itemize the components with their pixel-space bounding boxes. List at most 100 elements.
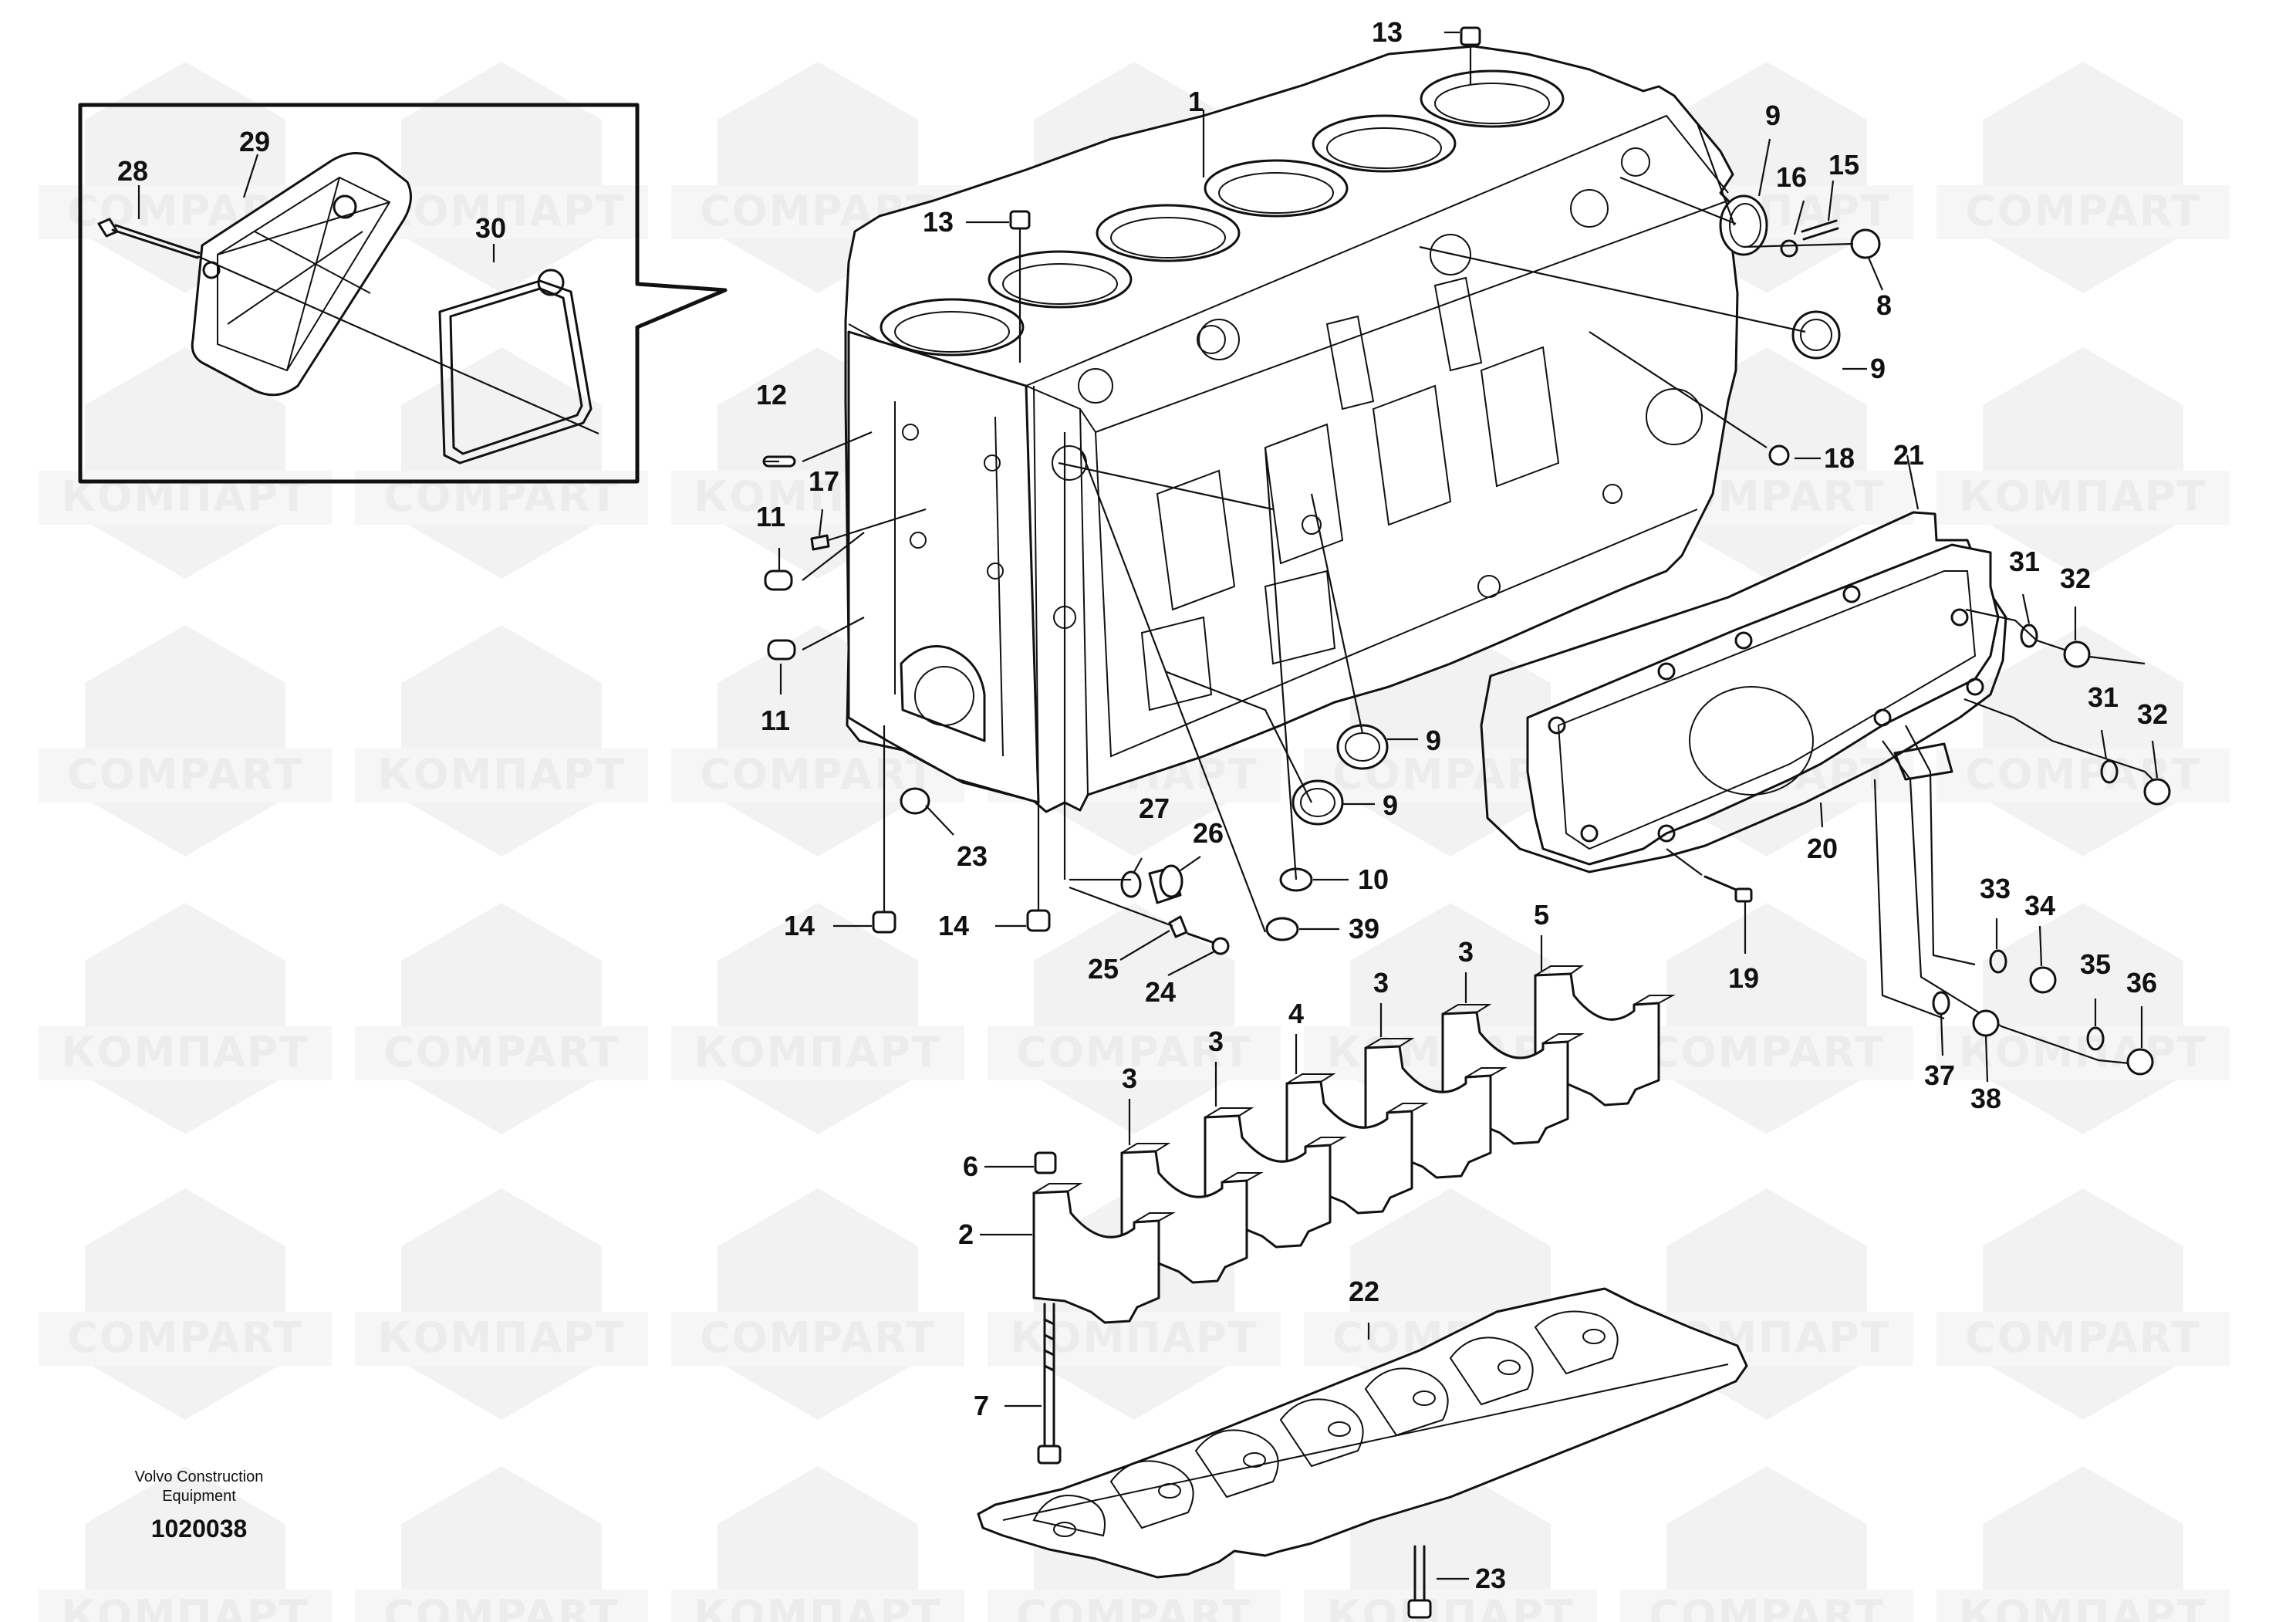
callout-2: 2: [958, 1218, 974, 1250]
callout-9-low2: 9: [1383, 789, 1398, 821]
callout-5: 5: [1534, 899, 1549, 931]
watermark-tile: КОМПАРТ: [671, 903, 964, 1134]
watermark-tile: COMPART: [1936, 62, 2230, 293]
pin-14-left: [872, 911, 896, 934]
plug-36: [2126, 1048, 2154, 1076]
seal-ring-9-top: [1719, 194, 1768, 256]
o-ring-37: [1932, 991, 1950, 1015]
watermark-tile: КОМПАРТ: [355, 1188, 648, 1420]
caption-line-1: Volvo Construction: [135, 1468, 264, 1485]
sleeve-6: [1034, 1151, 1057, 1174]
callout-24: 24: [1145, 976, 1176, 1008]
watermark-text: COMPART: [1649, 1028, 1885, 1076]
watermark-text: COMPART: [700, 750, 936, 799]
watermark-text: КОМПАРТ: [694, 1591, 941, 1622]
callout-1: 1: [1188, 86, 1204, 117]
oil-cooler-cover-20-21: [1480, 511, 2007, 903]
block-front-plate: [847, 330, 1040, 804]
watermark-tile: КОМПАРТ: [39, 903, 332, 1134]
o-ring-27: [1120, 870, 1142, 898]
callout-9-low1: 9: [1426, 725, 1441, 756]
watermark-tile: COMPART: [355, 903, 648, 1134]
pin-14-right: [1026, 909, 1051, 932]
watermark-text: COMPART: [383, 1028, 620, 1076]
callout-33: 33: [1980, 873, 2011, 904]
watermark-text: КОМПАРТ: [61, 1591, 309, 1622]
watermark-tile: КОМПАРТ: [1936, 1466, 2230, 1622]
watermark-tile: COMPART: [1620, 347, 1913, 579]
main-bearing-caps: [1032, 965, 1676, 1465]
plug-34: [2029, 966, 2057, 994]
callout-38: 38: [1970, 1083, 2001, 1114]
watermark-text: COMPART: [1965, 1313, 2201, 1362]
watermark-tile: COMPART: [39, 1188, 332, 1420]
watermark-text: КОМПАРТ: [1326, 1591, 1574, 1622]
callout-30: 30: [475, 212, 506, 244]
callout-21: 21: [1893, 439, 1924, 471]
callout-13-mid: 13: [923, 206, 954, 238]
watermark-text: COMPART: [1016, 1591, 1252, 1622]
watermark-tile: КОМПАРТ: [1936, 347, 2230, 579]
o-ring-31-lower: [2100, 759, 2119, 784]
callout-25: 25: [1088, 953, 1119, 985]
o-ring-31-upper: [2020, 623, 2038, 648]
callout-9-top: 9: [1765, 100, 1781, 131]
screw-17: [810, 534, 830, 551]
washer-16: [1780, 239, 1798, 258]
watermark-text: COMPART: [383, 472, 620, 521]
callout-27: 27: [1139, 792, 1170, 824]
block-small-parts: [762, 26, 1881, 955]
watermark-text: КОМПАРТ: [377, 1313, 625, 1362]
callout-8: 8: [1876, 289, 1892, 321]
callout-31-upper: 31: [2009, 546, 2040, 577]
callout-28: 28: [117, 155, 148, 187]
callout-34: 34: [2024, 890, 2055, 921]
callout-37: 37: [1924, 1059, 1955, 1091]
watermark-text: COMPART: [1016, 1028, 1252, 1076]
callout-29: 29: [239, 126, 270, 157]
callout-23-bottom: 23: [1475, 1563, 1506, 1594]
callout-15: 15: [1828, 149, 1859, 181]
watermark-text: КОМПАРТ: [377, 187, 625, 235]
plug-38: [1972, 1009, 2000, 1037]
sleeve-11-lower: [767, 639, 796, 661]
callout-4: 4: [1288, 998, 1304, 1029]
callout-6: 6: [963, 1151, 978, 1182]
callout-20: 20: [1807, 833, 1838, 864]
o-ring-33: [1989, 949, 2007, 974]
watermark-text: КОМПАРТ: [1959, 1591, 2207, 1622]
callout-11-upper: 11: [756, 501, 785, 532]
document-caption: Volvo Construction Equipment 1020038: [135, 1468, 264, 1543]
watermark-tile: COMPART: [1620, 903, 1913, 1134]
callout-3-c: 3: [1373, 967, 1389, 999]
screw-24: [1187, 932, 1216, 944]
clamp-25: [1168, 915, 1188, 938]
watermark-tile: COMPART: [1620, 1466, 1913, 1622]
watermark-tile: КОМПАРТ: [671, 1466, 964, 1622]
inset-detail-box: [78, 103, 728, 484]
sleeve-11-upper: [764, 569, 793, 591]
callout-7: 7: [974, 1390, 989, 1421]
plug-23-front: [900, 787, 930, 815]
o-ring-35: [2086, 1026, 2105, 1051]
watermark-tile: COMPART: [988, 903, 1281, 1134]
callout-19: 19: [1728, 962, 1759, 994]
watermark-text: КОМПАРТ: [1959, 1028, 2207, 1076]
watermark-tile: COMPART: [1936, 1188, 2230, 1420]
seal-ring-9-mid: [1791, 310, 1841, 360]
plug-32-lower: [2143, 778, 2171, 806]
gasket-30: [438, 279, 593, 465]
callout-13-top: 13: [1372, 16, 1403, 48]
watermark-text: КОМПАРТ: [377, 750, 625, 799]
watermark-tile: КОМПАРТ: [1936, 903, 2230, 1134]
watermark-tile: COMPART: [355, 1466, 648, 1622]
bearing-ladder-frame-22: [977, 1287, 1748, 1619]
watermark-text: COMPART: [700, 1313, 936, 1362]
bearing-cap-2: [1032, 1190, 1160, 1324]
bolt-23-bottom: [1413, 1545, 1426, 1607]
callout-9-mid: 9: [1870, 353, 1886, 384]
seal-ring-9-low1: [1336, 724, 1389, 770]
plug-18: [1768, 444, 1790, 466]
callout-23-front: 23: [957, 840, 988, 872]
